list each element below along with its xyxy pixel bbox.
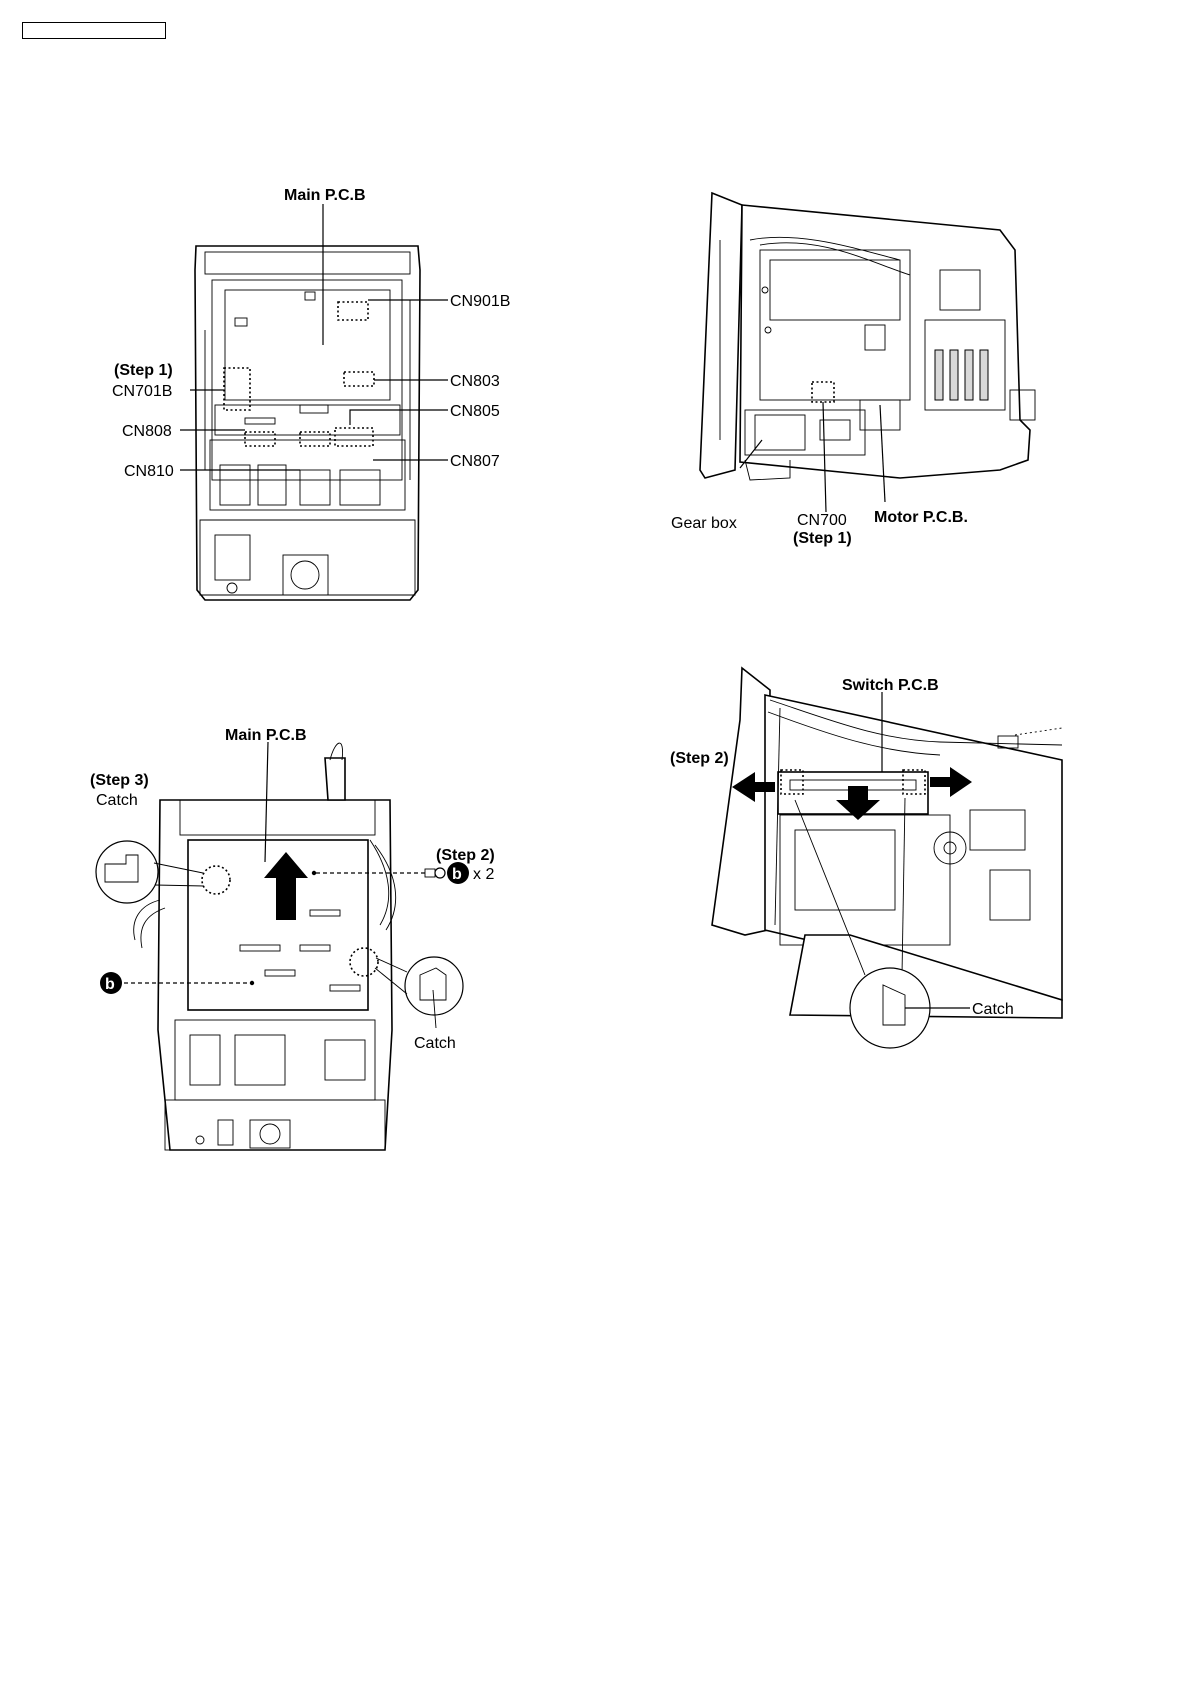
gear-box-label: Gear box bbox=[671, 515, 737, 532]
main-pcb-label: Main P.C.B bbox=[284, 187, 366, 204]
step1-label: (Step 1) bbox=[114, 362, 173, 379]
screw-b-letter-left: b bbox=[105, 976, 115, 993]
cn701b-label: CN701B bbox=[112, 383, 172, 400]
cn808-label: CN808 bbox=[122, 423, 172, 440]
cn700-label: CN700 bbox=[797, 512, 847, 529]
figure-switch-pcb: Switch P.C.B (Step 2) Catch bbox=[660, 665, 1080, 1045]
header-box bbox=[22, 22, 166, 39]
step1-label: (Step 1) bbox=[793, 530, 852, 547]
unit-drawing bbox=[712, 668, 1062, 1018]
catch-right-label: Catch bbox=[414, 1035, 456, 1052]
main-pcb-label: Main P.C.B bbox=[225, 727, 307, 744]
screw-count-label: x 2 bbox=[473, 866, 494, 883]
cn805-label: CN805 bbox=[450, 403, 500, 420]
unit-drawing bbox=[134, 743, 396, 1150]
unit-drawing bbox=[700, 193, 1035, 480]
figure-main-pcb-connectors: Main P.C.B CN901B (Step 1) CN701B CN808 … bbox=[0, 170, 560, 610]
step3-label: (Step 3) bbox=[90, 772, 149, 789]
switch-pcb-label: Switch P.C.B bbox=[842, 677, 939, 694]
unit-drawing bbox=[195, 246, 420, 600]
screw-b-letter: b bbox=[452, 866, 462, 883]
figure-main-pcb-removal: b b Main P.C.B (Step 3) Catch (Step 2) x… bbox=[80, 720, 520, 1160]
cn901b-label: CN901B bbox=[450, 293, 510, 310]
step2-label: (Step 2) bbox=[436, 847, 495, 864]
cn810-label: CN810 bbox=[124, 463, 174, 480]
catch-left-label: Catch bbox=[96, 792, 138, 809]
cn803-label: CN803 bbox=[450, 373, 500, 390]
figure-motor-pcb: Gear box CN700 (Step 1) Motor P.C.B. bbox=[640, 185, 1060, 555]
motor-pcb-label: Motor P.C.B. bbox=[874, 509, 968, 526]
cn807-label: CN807 bbox=[450, 453, 500, 470]
catch-label: Catch bbox=[972, 1001, 1014, 1018]
step2-label: (Step 2) bbox=[670, 750, 729, 767]
